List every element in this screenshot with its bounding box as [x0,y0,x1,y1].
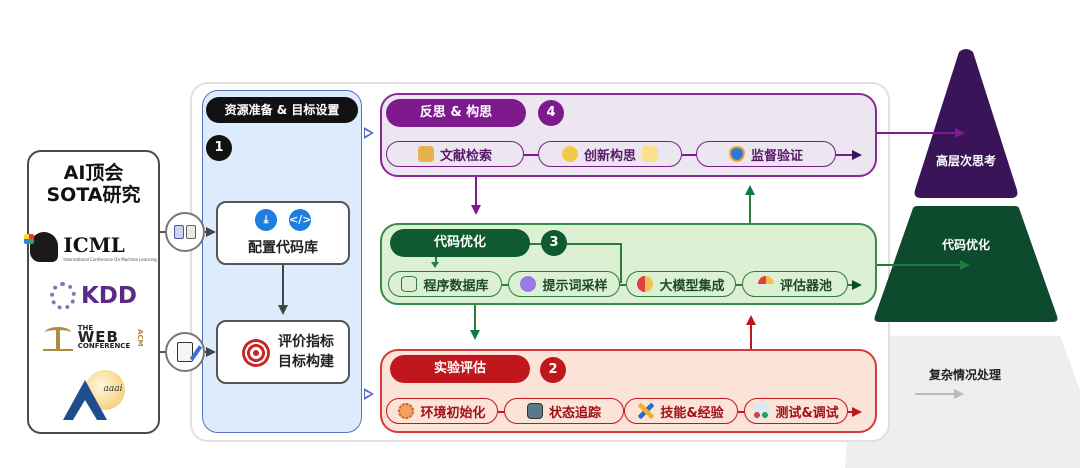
pyramid-bottom-layer [845,336,1080,468]
shield-check-icon [728,146,745,162]
gear-computer-icon [398,403,415,419]
experiment-eval-stage-title: 实验评估 [390,355,530,383]
step-number-1: 1 [206,135,232,161]
step-link [738,411,744,413]
arrow-reflection-to-code [475,177,477,207]
pyramid-label-complex-handling: 复杂情况处理 [928,368,1001,382]
code-optimization-stage-title: 代码优化 [390,229,530,257]
webconf-tree-icon [42,325,73,351]
arrow-head [852,407,862,417]
step-link [567,243,621,245]
arrow-head [206,347,216,357]
step-test-debug[interactable]: 测试&调试 [744,398,848,424]
pyramid-top-layer [914,49,1018,198]
idea-book-icon [642,146,658,162]
prompt-screen-icon [520,276,537,292]
arrow-line [435,257,437,265]
arrow-experiment-to-code [750,324,752,349]
step-evaluator-pool[interactable]: 评估器池 [742,271,848,297]
arrow-to-code-optimization [877,264,961,266]
step-link [524,154,538,156]
sota-research-panel: AI顶会 SOTA研究 ICML International Conferenc… [24,150,160,434]
code-icon: </> [289,209,311,231]
step-link [502,284,508,286]
hollow-arrow-to-experiment [364,388,374,400]
hollow-arrow-to-reflection [364,127,374,139]
icml-logo: ICML International Conference On Machine… [24,232,158,262]
arrow-head [471,205,481,215]
step-innovation-ideation[interactable]: 创新构思 [538,141,682,167]
arrow-line [282,265,284,309]
step-number-4: 4 [538,100,564,126]
step-program-database[interactable]: 程序数据库 [388,271,502,297]
arrow-head [746,315,756,325]
pyramid-label-high-level-thinking: 高层次思考 [935,154,996,168]
monitor-gauge-icon [526,403,543,419]
step-number-3: 3 [541,230,567,256]
database-icon [401,276,418,292]
step-link [848,411,854,413]
step-link [620,284,626,286]
step-link [836,154,852,156]
arrow-code-to-reflection [749,194,751,223]
step-llm-ensemble[interactable]: 大模型集成 [626,271,736,297]
reflection-stage-title: 反思 & 构思 [386,99,526,127]
arrow-code-to-experiment [474,305,476,331]
step-link [498,411,504,413]
tools-icon [638,403,655,419]
connector-line [160,231,166,233]
lightbulb-icon [561,146,578,162]
arrow-to-complex-handling [915,393,955,395]
eval-metrics-label: 评价指标 目标构建 [278,334,334,370]
kdd-gear-icon [49,282,76,310]
gauge-icon [757,276,774,292]
kdd-logo: KDD [29,282,158,310]
test-results-icon [753,403,770,419]
step-link [530,243,542,245]
target-icon [242,339,270,367]
step-state-tracking[interactable]: 状态追踪 [504,398,624,424]
step-skills-experience[interactable]: 技能&经验 [624,398,738,424]
eval-metrics-box[interactable]: 评价指标 目标构建 [216,320,350,384]
arrow-head [278,305,288,315]
arrow-head [955,128,965,138]
step-literature-search[interactable]: 文献检索 [386,141,524,167]
arrow-head [745,185,755,195]
arrow-head [852,150,862,160]
step-number-2: 2 [540,357,566,383]
icml-brain-icon [24,232,59,262]
arrow-head [852,280,862,290]
ai-brain-icon [637,276,654,292]
config-repo-box[interactable]: ⤓ </> 配置代码库 [216,201,350,265]
connector-line [160,351,166,353]
config-repo-label: 配置代码库 [248,240,318,256]
download-icon: ⤓ [255,209,277,231]
arrow-to-high-level-thinking [877,132,957,134]
arrow-head [470,330,480,340]
arrow-head [960,260,970,270]
sota-title: AI顶会 SOTA研究 [46,162,141,206]
step-env-init[interactable]: 环境初始化 [386,398,498,424]
arrow-head [431,262,439,268]
step-supervised-validation[interactable]: 监督验证 [696,141,836,167]
arrow-head [954,389,964,399]
step-link [736,284,742,286]
pyramid-label-code-optimization: 代码优化 [941,238,990,252]
step-prompt-sampling[interactable]: 提示词采样 [508,271,620,297]
step-link [620,243,622,283]
checklist-pen-icon [165,332,205,372]
webconf-logo: THE WEB CONFERENCE ACM [29,324,158,351]
step-link [848,284,854,286]
documents-sync-icon [165,212,205,252]
arrow-head [206,227,216,237]
aaai-logo: aaai [29,370,158,420]
resource-setup-header: 资源准备 & 目标设置 [206,97,358,123]
step-link [682,154,696,156]
search-doc-icon [417,146,434,162]
